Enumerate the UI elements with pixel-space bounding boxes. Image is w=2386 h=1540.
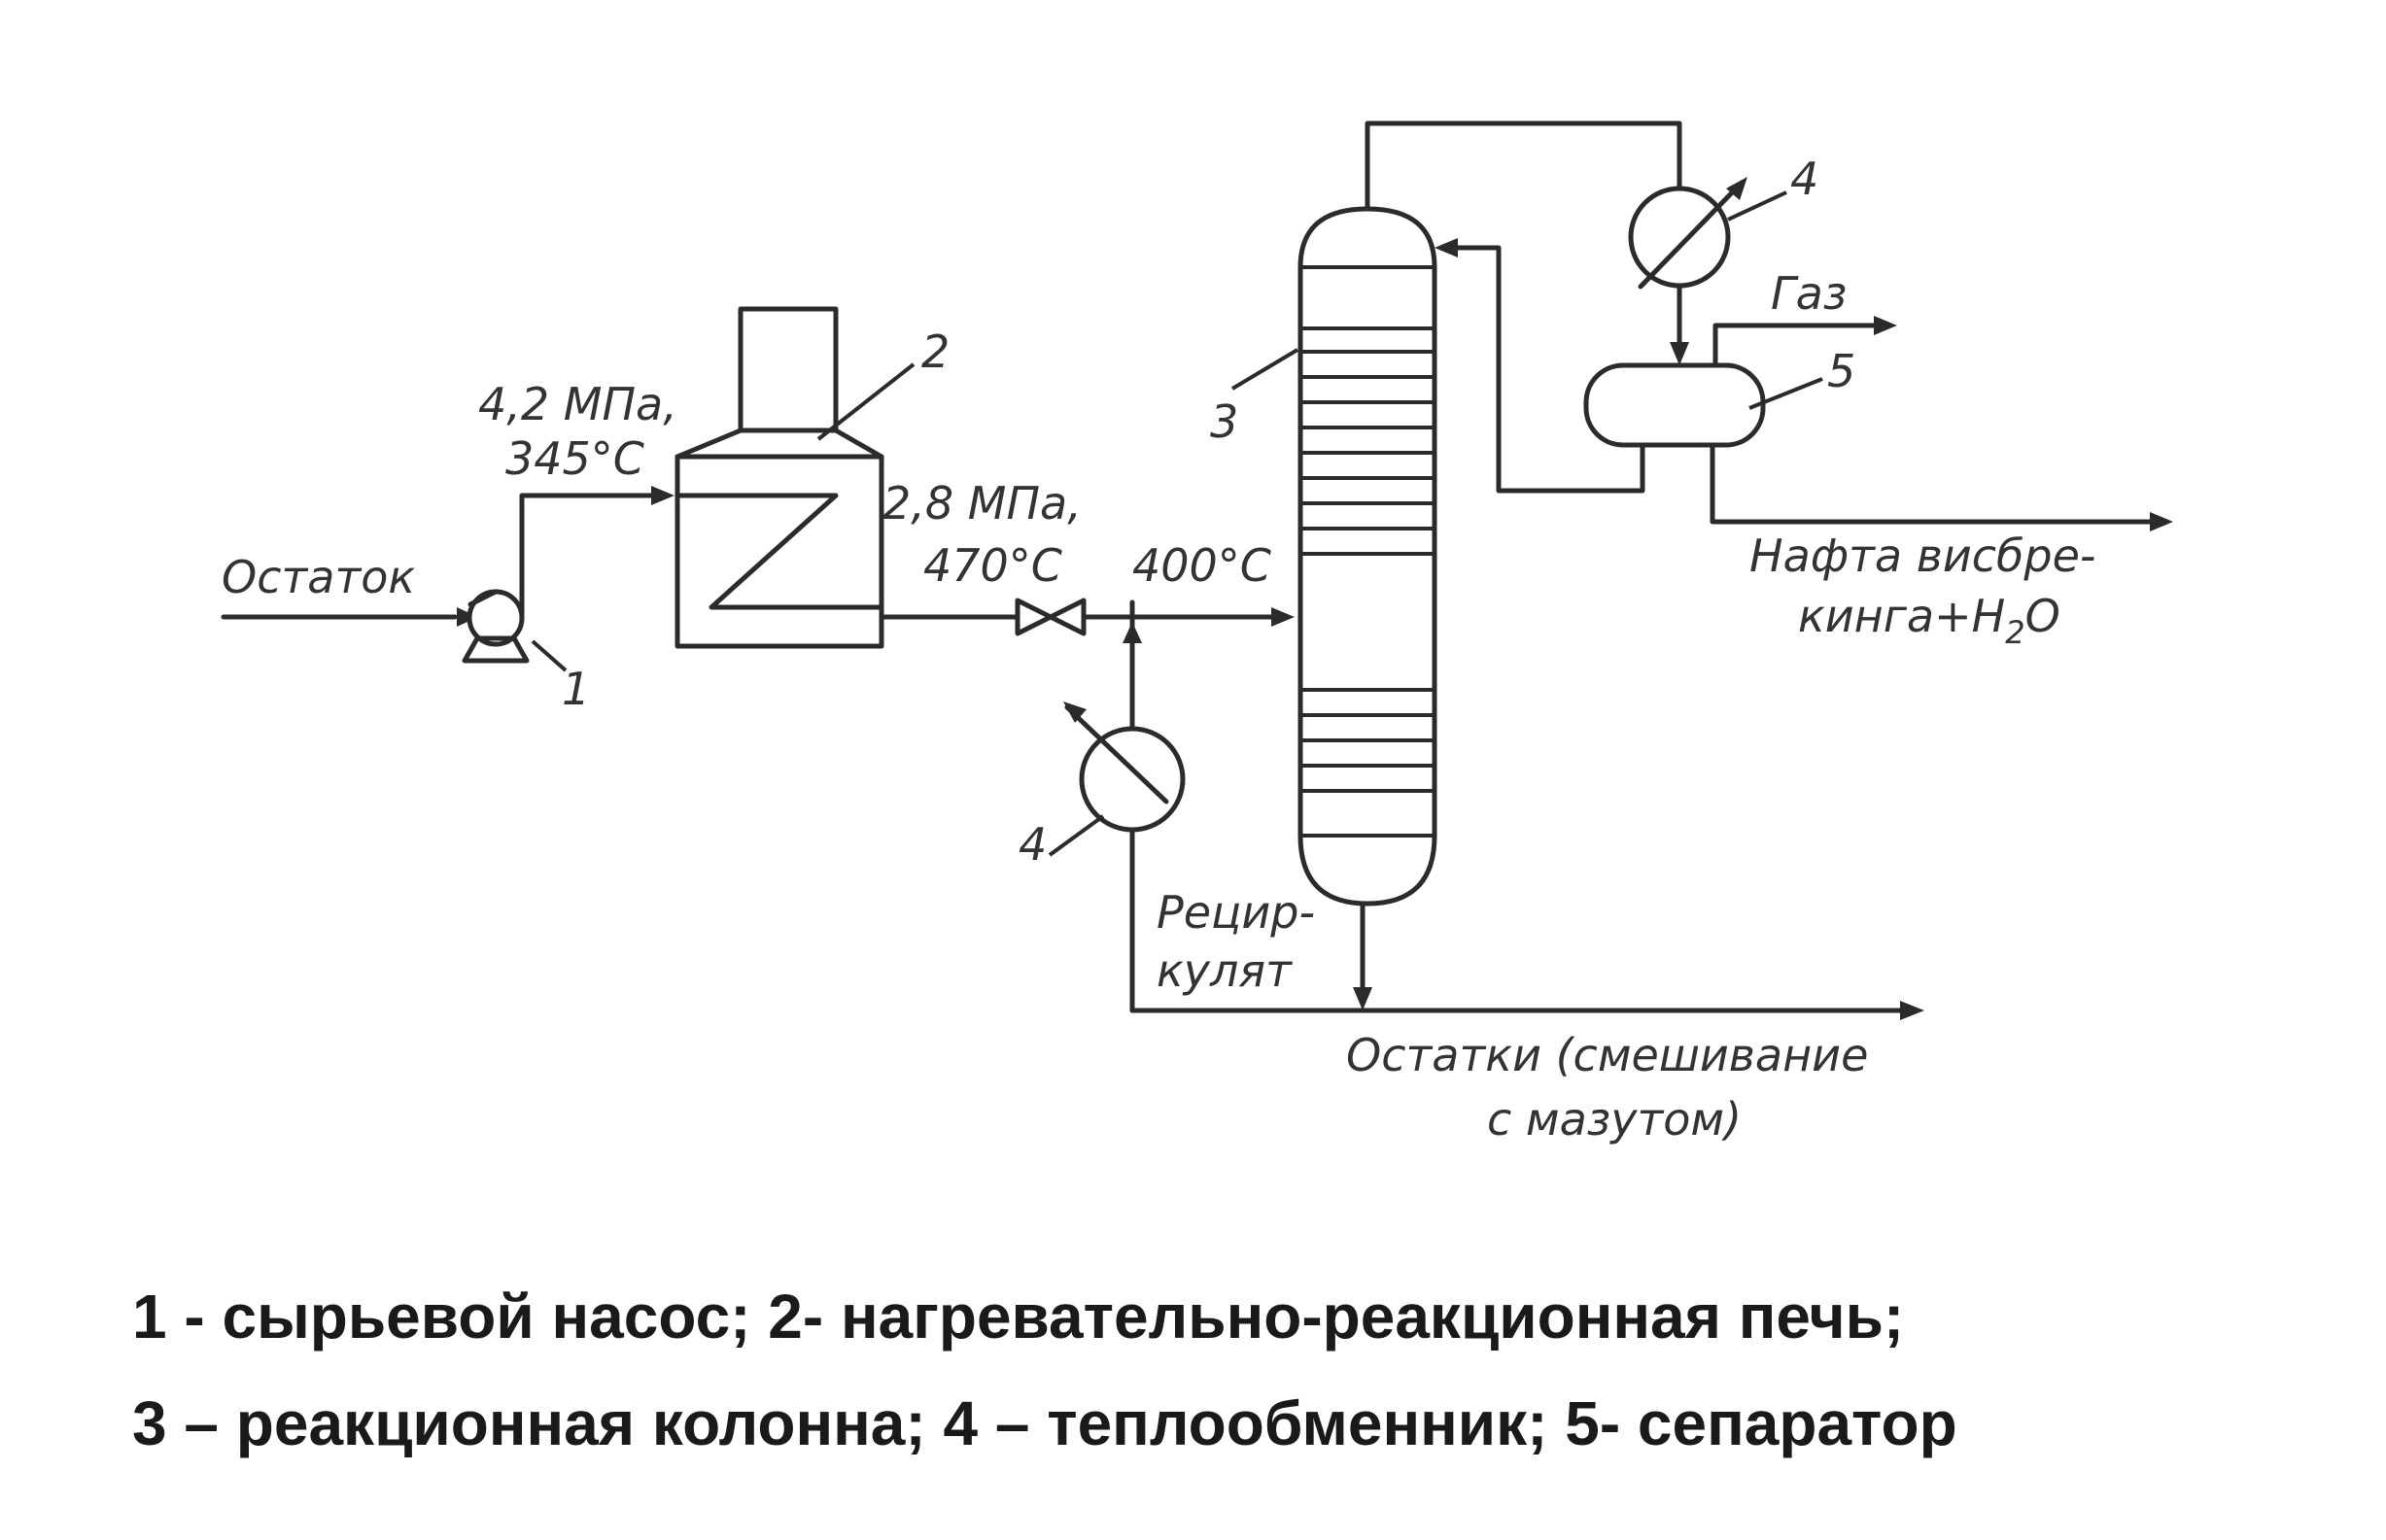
heat-exchanger-top: [1628, 177, 1747, 290]
naphtha-water-prefix: +H: [1934, 590, 2005, 642]
furnace-outlet-pressure: 2,8 МПа,: [882, 477, 1082, 530]
residue-label-2: с мазутом): [1487, 1093, 1742, 1146]
overhead-line: [1365, 120, 1689, 218]
naphtha-water-subscript: 2: [2005, 614, 2024, 651]
naphtha-label-1: Нафта висбре-: [1749, 530, 2095, 582]
separator-number: 5: [1827, 345, 1855, 397]
pump: [462, 589, 530, 664]
residue-label-1: Остатки (смешивание: [1346, 1029, 1868, 1081]
heat-exchanger-bottom: [1063, 702, 1186, 833]
recycle-label-1: Рецир-: [1157, 886, 1315, 939]
naphtha-label-2: кинга+H2O: [1798, 590, 2060, 651]
reflux-line: [1435, 238, 1645, 494]
feed-line: [221, 607, 478, 627]
transfer-line: [879, 598, 1295, 636]
pump-outlet-pressure: 4,2 МПа,: [478, 378, 677, 430]
recycle-line: [1123, 622, 1924, 1020]
naphtha-label-2-text: кинга: [1798, 590, 1934, 642]
furnace: [674, 306, 884, 649]
exchanger-to-separator-line: [1670, 283, 1689, 365]
column-bottom-line: [1353, 901, 1372, 1010]
legend-line-2: 3 – реакционная колонна; 4 – теплообменн…: [132, 1388, 1957, 1458]
legend-line-1: 1 - сырьевой насос; 2- нагревательно-реа…: [132, 1282, 1905, 1352]
separator: [1583, 362, 1766, 448]
pump-outlet-temp: 345°C: [505, 432, 644, 485]
reaction-column: [1297, 206, 1437, 907]
pump-to-furnace-line: [519, 486, 674, 621]
exchanger-bottom-number: 4: [1019, 818, 1047, 871]
recycle-label-2: кулят: [1157, 944, 1293, 997]
exchanger-top-number: 4: [1790, 153, 1818, 205]
naphtha-water-suffix: O: [2025, 590, 2060, 642]
gas-line: [1712, 316, 1897, 368]
column-number: 3: [1210, 395, 1238, 448]
feed-label: Остаток: [222, 551, 415, 603]
column-inlet-temp: 400°C: [1132, 539, 1271, 592]
furnace-number: 2: [921, 325, 950, 378]
furnace-outlet-temp: 470°C: [923, 539, 1062, 592]
naphtha-line: [1710, 442, 2173, 531]
leader-lines: [531, 190, 1823, 857]
gas-label: Газ: [1771, 267, 1847, 320]
pump-number: 1: [562, 663, 590, 715]
